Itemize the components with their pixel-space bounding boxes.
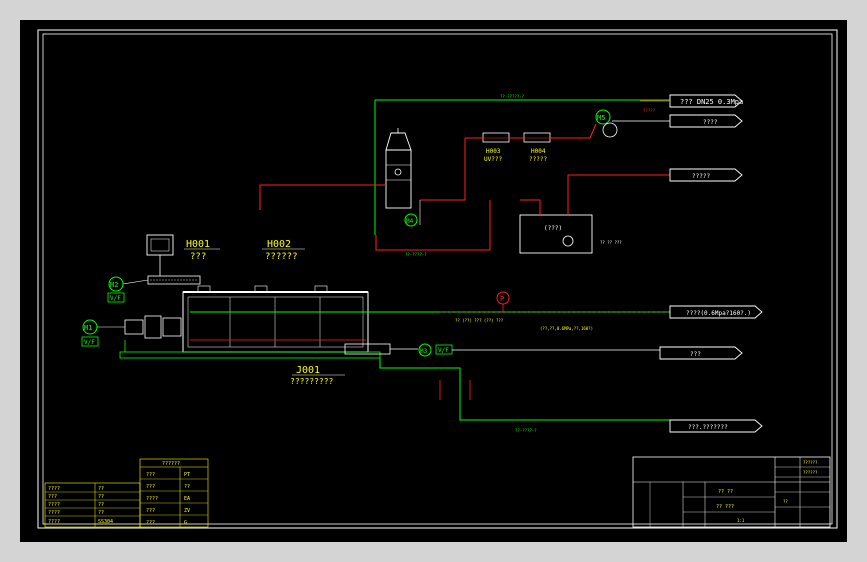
valve-label: ????? bbox=[643, 108, 656, 113]
inner-frame bbox=[42, 33, 833, 525]
motor-m2[interactable]: M2 V/F bbox=[107, 276, 149, 303]
arrow-water[interactable]: ????? bbox=[669, 168, 743, 182]
material-name: ??? bbox=[48, 494, 57, 500]
unit-h002[interactable]: H002 ?????? bbox=[262, 239, 305, 262]
tb-code1: ?????? bbox=[803, 460, 818, 465]
discharge-screw[interactable]: M3 V/F bbox=[344, 343, 660, 357]
legend-row-code: PT bbox=[184, 472, 190, 478]
motor-m1[interactable]: M1 V/F bbox=[81, 315, 182, 347]
legend-row-code: G bbox=[184, 520, 187, 526]
m3-label: M3 bbox=[420, 348, 428, 355]
top-pipe-label: ??-?????-? bbox=[500, 94, 525, 99]
pressure-gauge[interactable]: P bbox=[496, 291, 510, 312]
legend-title: ?????? bbox=[162, 461, 180, 467]
tb-drawing: ?? ??? bbox=[716, 504, 734, 510]
h001-tag: H001 bbox=[186, 239, 210, 250]
legend-row-sym: ???? bbox=[146, 496, 158, 502]
water-tank[interactable]: (???) ?? ?? ??? bbox=[519, 214, 622, 254]
steam-line: ?? (??) ??? (??) ??? (??,??,0.6MPa,??,16… bbox=[366, 311, 670, 331]
material-code: ?? bbox=[98, 486, 104, 492]
vf2-label: V/F bbox=[84, 339, 95, 346]
arrow-exhaust-label: ???? bbox=[703, 119, 718, 126]
tb-project: ?? ?? bbox=[718, 489, 733, 495]
tb-scale: 1:1 bbox=[737, 518, 745, 523]
legend-row-sym: ??? bbox=[146, 520, 155, 526]
arrow-exhaust[interactable]: ???? bbox=[669, 114, 743, 128]
arrow-steam-supply-label: ??? DN25 0.3Mpa bbox=[680, 98, 743, 106]
tb-sheet: ?? bbox=[783, 499, 788, 504]
arrow-water-label: ????? bbox=[692, 173, 710, 180]
h001-name: ??? bbox=[190, 252, 206, 262]
fan-m5[interactable]: M5 bbox=[595, 109, 618, 138]
arrow-discharge[interactable]: ??? bbox=[659, 346, 743, 360]
j001-tag: J001 bbox=[296, 365, 320, 376]
material-code: ?? bbox=[98, 510, 104, 516]
legend-row-code: ZV bbox=[184, 508, 190, 514]
material-name: ???? bbox=[48, 519, 60, 525]
tb-code2: ?????? bbox=[803, 470, 818, 475]
h003-tag: H003 bbox=[486, 148, 501, 155]
steam-line-label: ?? (??) ??? (??) ??? bbox=[455, 318, 504, 323]
arrow-drain-label: ???.??????? bbox=[688, 424, 728, 431]
legend-row-code: EA bbox=[184, 496, 190, 502]
arrow-steam-main-label: ????(0.6Mpa?160?.) bbox=[686, 310, 751, 317]
m4-label: M4 bbox=[406, 218, 414, 225]
h002-name: ?????? bbox=[265, 252, 298, 262]
outer-frame bbox=[37, 29, 838, 529]
legend-row-sym: ??? bbox=[146, 484, 155, 490]
dryer-j001[interactable]: J001 ????????? bbox=[119, 285, 381, 386]
h002-tag: H002 bbox=[267, 239, 291, 250]
condensate-drain: ??-????-? bbox=[379, 358, 670, 433]
h004-name: ????? bbox=[529, 156, 547, 163]
title-block: ?? ?? ?? ??? 1:1 ?? ?????? ?????? bbox=[632, 456, 831, 528]
material-name: ???? bbox=[48, 510, 60, 516]
vf3-label: V/F bbox=[438, 347, 449, 354]
arrow-drain[interactable]: ???.??????? bbox=[669, 419, 763, 433]
m2-label: M2 bbox=[110, 281, 118, 289]
m5-label: M5 bbox=[597, 114, 605, 122]
tank-label: (???) bbox=[544, 225, 562, 232]
materials-table: ???? ?? ??? ?? ???? ?? ???? ?? ???? SS30… bbox=[44, 482, 141, 528]
scrubber-tower[interactable]: M4 bbox=[385, 128, 418, 227]
legend-row-sym: ??? bbox=[146, 472, 155, 478]
m1-label: M1 bbox=[84, 324, 92, 332]
arrow-steam-supply[interactable]: ??? DN25 0.3Mpa bbox=[669, 94, 743, 108]
arrow-steam-main[interactable]: ????(0.6Mpa?160?.) bbox=[669, 305, 763, 319]
vf1-label: V/F bbox=[110, 295, 121, 302]
legend-table: ?????? ??? PT ??? ?? ???? EA ??? ZV ??? … bbox=[139, 458, 209, 528]
material-code: ?? bbox=[98, 494, 104, 500]
h004-tag: H004 bbox=[531, 148, 546, 155]
pressure-label: P bbox=[500, 295, 504, 303]
material-name: ???? bbox=[48, 486, 60, 492]
legend-row-sym: ??? bbox=[146, 508, 155, 514]
fan-housing-icon bbox=[602, 122, 618, 138]
steam-param-label: (??,??,0.6MPa,??,160?) bbox=[540, 326, 593, 331]
material-code: SS304 bbox=[98, 519, 113, 525]
j001-name: ????????? bbox=[290, 377, 334, 386]
return-pipe-label: ??-????-? bbox=[405, 252, 427, 257]
legend-row-code: ?? bbox=[184, 484, 190, 490]
material-code: ?? bbox=[98, 502, 104, 508]
unit-h001[interactable]: H001 ??? bbox=[146, 234, 220, 276]
material-name: ???? bbox=[48, 502, 60, 508]
h003-name: UV??? bbox=[484, 156, 502, 163]
bottom-pipe-label: ??-????-? bbox=[515, 428, 537, 433]
top-pipeline: ??-?????-? bbox=[374, 94, 670, 235]
arrow-discharge-label: ??? bbox=[690, 351, 701, 358]
tank-side-label: ?? ?? ??? bbox=[600, 240, 622, 245]
